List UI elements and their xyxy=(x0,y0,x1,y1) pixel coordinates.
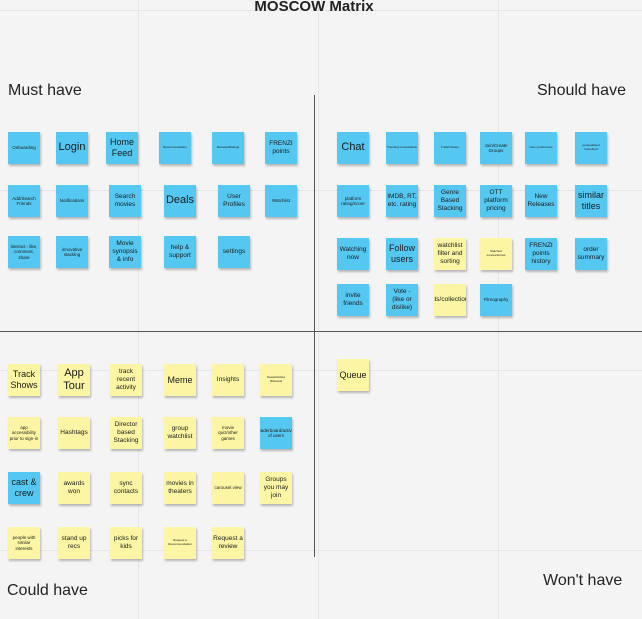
sticky-note[interactable]: Hashtags xyxy=(58,417,90,449)
sticky-note[interactable]: personalised homefeed xyxy=(575,132,607,164)
sticky-note[interactable]: carousel view xyxy=(212,472,244,504)
sticky-note[interactable]: Vote - (like or dislike) xyxy=(386,284,418,316)
sticky-note[interactable]: track recent activity xyxy=(110,364,142,396)
sticky-note[interactable]: FRENZI points xyxy=(265,132,297,164)
sticky-note[interactable]: News/Articles (Discuss) xyxy=(260,364,292,396)
sticky-note[interactable]: IMDB, RT, etc. rating xyxy=(386,185,418,217)
sticky-note[interactable]: OTT platform pricing xyxy=(480,185,512,217)
sticky-note[interactable]: Add/Search Friends xyxy=(8,185,40,217)
sticky-note[interactable]: Deals xyxy=(164,185,196,217)
sticky-note[interactable]: lists/collections xyxy=(434,284,466,316)
sticky-note[interactable]: Director based Stacking xyxy=(110,417,142,449)
sticky-note[interactable]: Leaderboard/activity of users xyxy=(260,417,292,449)
label-could-have: Could have xyxy=(7,582,88,599)
sticky-note[interactable]: Search movies xyxy=(109,185,141,217)
sticky-note[interactable]: Watching now xyxy=(337,238,369,270)
label-must-have: Must have xyxy=(8,82,82,99)
sticky-note[interactable]: Follow users xyxy=(386,238,418,270)
sticky-note[interactable]: Chat xyxy=(337,132,369,164)
sticky-note[interactable]: Onboarding xyxy=(8,132,40,164)
sticky-note[interactable]: Queue xyxy=(337,359,369,391)
sticky-note[interactable]: group watchlist xyxy=(164,417,196,449)
sticky-note[interactable]: Request a Recommendation xyxy=(164,527,196,559)
sticky-note[interactable]: Recommendation xyxy=(159,132,191,164)
sticky-note[interactable]: Insights xyxy=(212,364,244,396)
sticky-note[interactable]: Request a review xyxy=(212,527,244,559)
sticky-note[interactable]: stand up recs xyxy=(58,527,90,559)
sticky-note[interactable]: User preferences xyxy=(525,132,557,164)
vertical-divider xyxy=(314,95,315,557)
label-should-have: Should have xyxy=(537,82,626,99)
sticky-note[interactable]: invite friends xyxy=(337,284,369,316)
sticky-note[interactable]: FRENZI points history xyxy=(525,238,557,270)
sticky-note[interactable]: Genre Based Stacking xyxy=(434,185,466,217)
sticky-note[interactable]: innovative stacking xyxy=(56,236,88,268)
sticky-note[interactable]: Reviews/Ratings xyxy=(212,132,244,164)
sticky-note[interactable]: people with similar interests xyxy=(8,527,40,559)
sticky-note[interactable]: platform rating/score xyxy=(337,185,369,217)
sticky-note[interactable]: Watchlist xyxy=(265,185,297,217)
sticky-note[interactable]: Meme xyxy=(164,364,196,396)
sticky-note[interactable]: help & support xyxy=(164,236,196,268)
sticky-note[interactable]: awards won xyxy=(58,472,90,504)
sticky-note[interactable]: Join/Create Groups xyxy=(480,132,512,164)
sticky-note[interactable]: settings xyxy=(218,236,250,268)
sticky-note[interactable]: App Tour xyxy=(58,364,90,396)
sticky-note[interactable]: cast & crew xyxy=(8,472,40,504)
sticky-note[interactable]: Movie synopsis & info xyxy=(109,236,141,268)
sticky-note[interactable]: Filmography xyxy=(480,284,512,316)
sticky-note[interactable]: Trending movies/show xyxy=(386,132,418,164)
board-title: MOSCOW Matrix xyxy=(254,0,374,15)
sticky-note[interactable]: app accessibility prior to sign-in xyxy=(8,417,40,449)
sticky-note[interactable]: Watched movies/shows xyxy=(480,238,512,270)
sticky-note[interactable]: Track Shows xyxy=(8,364,40,396)
sticky-note[interactable]: movies in theaters xyxy=(164,472,196,504)
sticky-note[interactable]: sync contacts xyxy=(110,472,142,504)
sticky-note[interactable]: User Profiles xyxy=(218,185,250,217)
sticky-note[interactable]: Login xyxy=(56,132,88,164)
sticky-note[interactable]: watchlist filter and sorting xyxy=(434,238,466,270)
sticky-note[interactable]: Groups you may join xyxy=(260,472,292,504)
horizontal-divider xyxy=(0,331,642,332)
sticky-note[interactable]: movie quiz/other games xyxy=(212,417,244,449)
sticky-note[interactable]: interact - like, comment, share xyxy=(8,236,40,268)
sticky-note[interactable]: New Releases xyxy=(525,185,557,217)
label-wont-have: Won't have xyxy=(543,572,623,589)
sticky-note[interactable]: Home Feed xyxy=(106,132,138,164)
sticky-note[interactable]: similar titles xyxy=(575,185,607,217)
sticky-note[interactable]: order summary xyxy=(575,238,607,270)
sticky-note[interactable]: picks for kids xyxy=(110,527,142,559)
sticky-note[interactable]: Notifications xyxy=(56,185,88,217)
sticky-note[interactable]: Trailer/Teaser xyxy=(434,132,466,164)
